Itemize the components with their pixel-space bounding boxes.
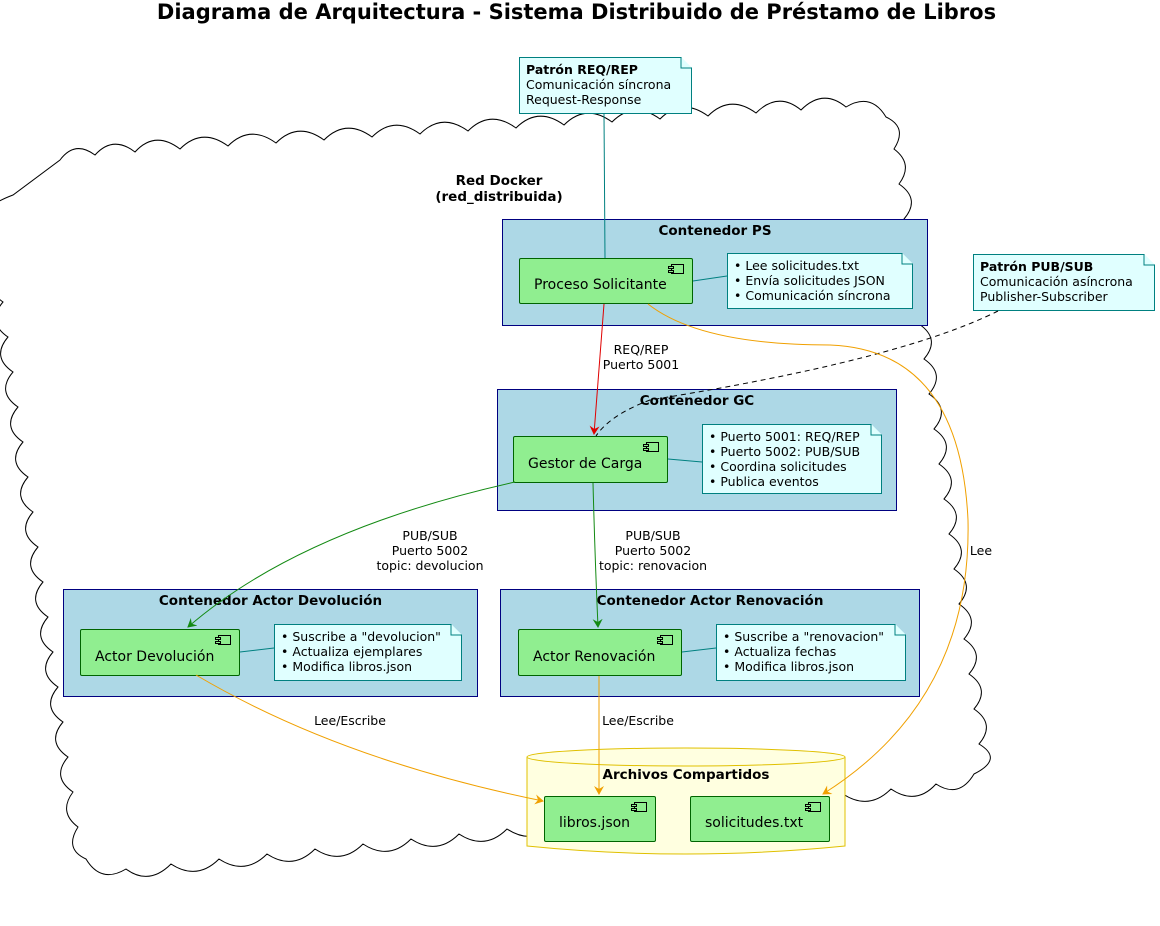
note-devolucion: Suscribe a "devolucion" Actualiza ejempl… — [274, 624, 462, 681]
container-renovacion-title: Contenedor Actor Renovación — [596, 593, 824, 609]
component-icon — [668, 264, 684, 274]
pattern-line: Comunicación síncrona — [526, 77, 672, 92]
component-actor-renovacion[interactable]: Actor Renovación — [518, 629, 682, 676]
note-pattern-reqrep: Patrón REQ/REP Comunicación síncrona Req… — [519, 57, 692, 114]
edge-label-line: topic: renovacion — [598, 558, 708, 573]
component-label: Actor Devolución — [95, 648, 215, 665]
component-proceso-solicitante[interactable]: Proceso Solicitante — [519, 258, 693, 304]
storage-title: Archivos Compartidos — [602, 767, 770, 783]
component-label: Gestor de Carga — [528, 455, 643, 472]
note-ps: Lee solicitudes.txt Envía solicitudes JS… — [727, 253, 913, 309]
container-ps-title: Contenedor PS — [658, 223, 772, 239]
component-icon — [631, 802, 647, 812]
pattern-title: Patrón REQ/REP — [526, 62, 638, 77]
note-item: Coordina solicitudes — [709, 459, 875, 474]
note-item: Puerto 5002: PUB/SUB — [709, 444, 875, 459]
network-title: Red Docker (red_distribuida) — [404, 173, 594, 205]
note-item: Suscribe a "renovacion" — [723, 629, 899, 644]
note-item: Actualiza ejemplares — [281, 644, 455, 659]
file-solicitudes-txt[interactable]: solicitudes.txt — [690, 796, 830, 842]
note-item: Modifica libros.json — [723, 659, 899, 674]
pattern-line: Comunicación asíncrona — [980, 274, 1133, 289]
network-name: Red Docker — [455, 173, 543, 189]
note-item: Envía solicitudes JSON — [734, 273, 906, 288]
pattern-title: Patrón PUB/SUB — [980, 259, 1094, 274]
component-actor-devolucion[interactable]: Actor Devolución — [80, 629, 240, 676]
note-pattern-pubsub: Patrón PUB/SUB Comunicación asíncrona Pu… — [973, 254, 1155, 311]
note-item: Publica eventos — [709, 474, 875, 489]
component-icon — [643, 442, 659, 452]
note-item: Lee solicitudes.txt — [734, 258, 906, 273]
component-label: Proceso Solicitante — [534, 277, 667, 293]
container-devolucion-title: Contenedor Actor Devolución — [158, 593, 383, 609]
note-gc: Puerto 5001: REQ/REP Puerto 5002: PUB/SU… — [702, 424, 882, 494]
edge-label-ps-gc: REQ/REP Puerto 5001 — [596, 342, 686, 372]
pattern-line: Request-Response — [526, 92, 642, 107]
diagram-title: Diagrama de Arquitectura - Sistema Distr… — [156, 0, 997, 24]
storage-title-wrap: Archivos Compartidos — [527, 751, 845, 791]
edge-label-gc-dev: PUB/SUB Puerto 5002 topic: devolucion — [370, 528, 490, 573]
note-item: Suscribe a "devolucion" — [281, 629, 455, 644]
edge-label-ren-libros: Lee/Escribe — [602, 713, 674, 728]
edge-label-line: topic: devolucion — [376, 558, 484, 573]
component-label: Actor Renovación — [533, 648, 656, 665]
component-gestor-de-carga[interactable]: Gestor de Carga — [513, 436, 668, 483]
container-gc-title: Contenedor GC — [639, 393, 755, 409]
edge-label-line: Puerto 5002 — [391, 543, 469, 558]
edge-label-line: PUB/SUB — [625, 528, 681, 543]
note-item: Actualiza fechas — [723, 644, 899, 659]
note-item: Comunicación síncrona — [734, 288, 906, 303]
file-libros-json[interactable]: libros.json — [544, 796, 656, 842]
edge-label-line: Puerto 5002 — [614, 543, 692, 558]
note-item: Puerto 5001: REQ/REP — [709, 429, 875, 444]
component-icon — [657, 635, 673, 645]
edge-label-ps-solicitudes: Lee — [969, 543, 993, 558]
pattern-line: Publisher-Subscriber — [980, 289, 1108, 304]
file-label: libros.json — [559, 815, 631, 831]
edge-label-gc-ren: PUB/SUB Puerto 5002 topic: renovacion — [593, 528, 713, 573]
file-label: solicitudes.txt — [705, 815, 804, 831]
edge-label-dev-libros: Lee/Escribe — [314, 713, 386, 728]
edge-label-line: REQ/REP — [613, 342, 669, 357]
component-icon — [215, 635, 231, 645]
note-renovacion: Suscribe a "renovacion" Actualiza fechas… — [716, 624, 906, 681]
note-item: Modifica libros.json — [281, 659, 455, 674]
component-icon — [805, 802, 821, 812]
edge-label-line: Puerto 5001 — [602, 357, 680, 372]
edge-label-line: PUB/SUB — [402, 528, 458, 543]
network-id: (red_distribuida) — [435, 189, 563, 205]
